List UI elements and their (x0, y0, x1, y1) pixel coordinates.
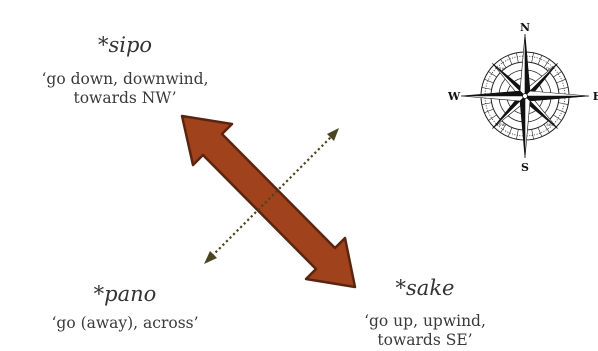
across-arrow-head-sw (204, 251, 217, 264)
gloss-sake-line-1: ‘go up, upwind, (364, 312, 486, 330)
compass-west-label: W (448, 90, 461, 103)
compass-north-label: N (520, 21, 530, 34)
term-pano: *pano (93, 282, 157, 306)
compass-nw-label: nw (498, 66, 506, 72)
compass-sw-label: sw (499, 122, 507, 128)
upwind-downwind-arrow (180, 114, 357, 289)
term-sipo: *sipo (97, 33, 153, 57)
across-arrow (204, 128, 339, 264)
gloss-pano: ‘go (away), across’ (25, 314, 225, 333)
gloss-sake: ‘go up, upwind, towards SE’ (320, 312, 530, 350)
gloss-sake-line-2: towards SE’ (377, 331, 473, 349)
gloss-pano-line-1: ‘go (away), across’ (51, 314, 199, 332)
gloss-sipo-line-1: ‘go down, downwind, (41, 70, 209, 88)
across-arrow-head-ne (327, 128, 339, 141)
compass-east-label: E (593, 90, 598, 103)
compass-rose-icon: N S E W nw ne sw se (448, 21, 598, 172)
compass-ne-label: ne (546, 66, 552, 72)
gloss-sipo: ‘go down, downwind, towards NW’ (0, 70, 250, 108)
term-sake: *sake (395, 276, 455, 300)
gloss-sipo-line-2: towards NW’ (73, 89, 177, 107)
compass-south-label: S (521, 161, 529, 172)
compass-se-label: se (546, 122, 552, 128)
